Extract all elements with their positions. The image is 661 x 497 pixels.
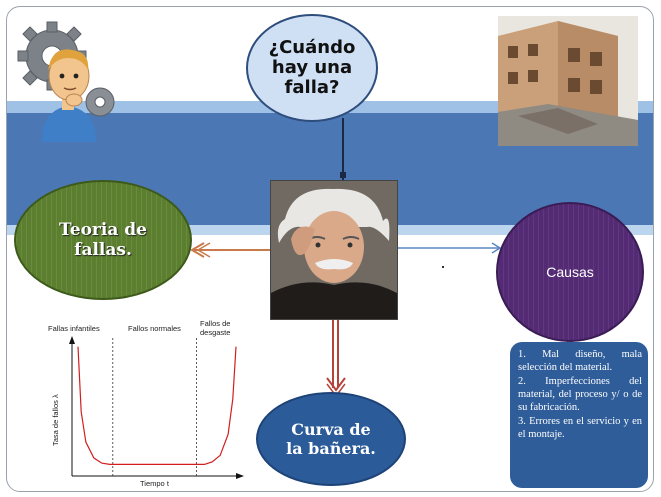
bathtub-curve-line xyxy=(77,346,237,465)
portrait-illustration xyxy=(271,181,397,319)
teoria-de-fallas-bubble: Teoria de fallas. xyxy=(14,180,192,300)
y-axis-arrow xyxy=(69,336,75,344)
cause-item-2: 2. Imperfecciones del material, del proc… xyxy=(518,376,642,413)
arrow-to-teoria-head xyxy=(190,242,205,258)
cause-item-1: 1. Mal diseño, mala selección del materi… xyxy=(518,349,642,373)
connector-dot xyxy=(340,172,346,178)
curva-de-la-banera-bubble: Curva de la bañera. xyxy=(256,392,406,486)
region-label-normal: Fallos normales xyxy=(128,324,181,333)
cause-item-3: 3. Errores en el servicio y en el montaj… xyxy=(518,416,642,440)
question-line-1: ¿Cuándo xyxy=(268,37,356,58)
small-gear-icon xyxy=(85,87,115,117)
collapsed-building-photo xyxy=(498,16,638,146)
question-line-2: hay una xyxy=(271,57,353,78)
causas-label: Causas xyxy=(546,264,594,280)
causas-bubble: Causas xyxy=(496,202,644,342)
x-axis-arrow xyxy=(236,473,244,479)
cartoon-man xyxy=(42,49,96,142)
teoria-line-1: Teoria de xyxy=(59,220,147,240)
curva-line-2: la bañera. xyxy=(286,439,376,458)
arrow-to-curva-head xyxy=(326,377,346,392)
region-label-infant: Fallas infantiles xyxy=(48,324,100,333)
causes-list-box: 1. Mal diseño, mala selección del materi… xyxy=(510,342,648,488)
y-axis-label: Tasa de fallos λ xyxy=(51,394,60,446)
teoria-line-2: fallas. xyxy=(74,240,132,260)
x-axis-label: Tiempo t xyxy=(140,479,170,488)
thinking-man-illustration xyxy=(17,21,115,142)
curva-line-1: Curva de xyxy=(291,420,371,439)
question-text: ¿Cuándo hay una falla? xyxy=(269,38,356,98)
einstein-portrait xyxy=(270,180,398,320)
question-line-3: falla? xyxy=(284,77,340,98)
question-bubble: ¿Cuándo hay una falla? xyxy=(246,14,378,122)
bathtub-curve-chart: Fallas infantiles Fallos normales Fallos… xyxy=(48,319,244,488)
